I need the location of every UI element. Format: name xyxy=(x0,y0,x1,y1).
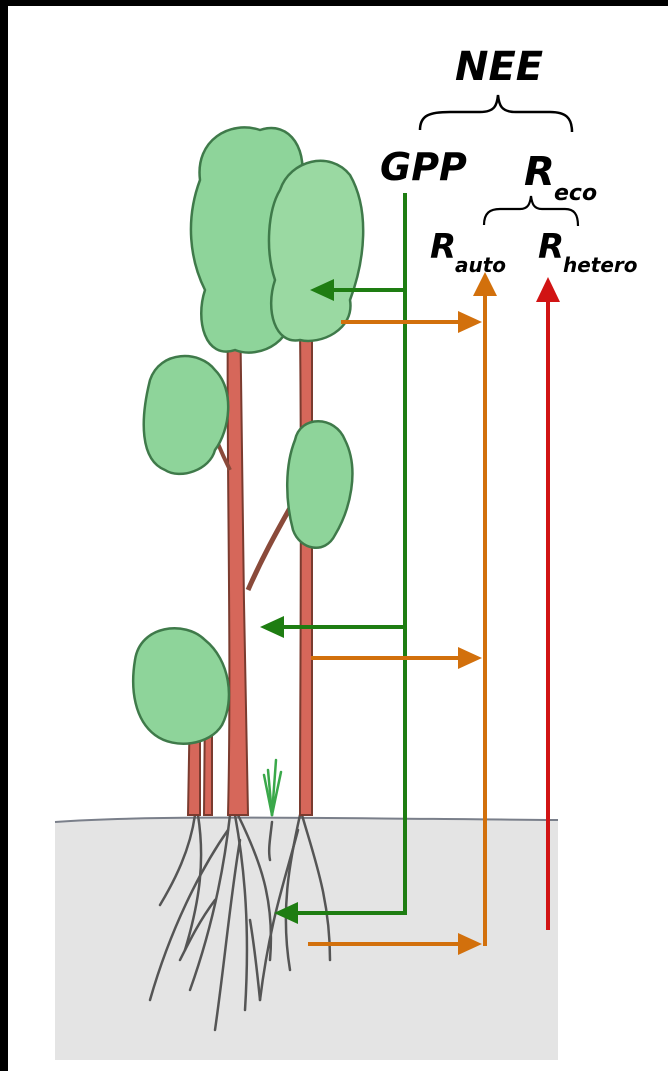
crowns-icon xyxy=(133,127,363,743)
main-trunk xyxy=(228,300,248,815)
gpp-arrow-stem-head xyxy=(260,616,284,638)
rauto-label-main: R xyxy=(430,227,456,267)
rhetero-up-arrow-head xyxy=(536,277,560,302)
gpp-label: GPP xyxy=(380,145,467,189)
rauto-arrow-stem-head xyxy=(458,647,482,669)
rhetero-label-main: R xyxy=(538,227,564,267)
right-trunk xyxy=(300,330,312,815)
reco-label: R eco xyxy=(524,149,597,206)
diagram-panel: NEE GPP R eco R auto R hetero xyxy=(8,6,668,1071)
small-tree-crown xyxy=(133,628,229,743)
mid-right-crown xyxy=(287,421,352,547)
right-top-crown xyxy=(269,161,363,341)
carbon-flux-diagram: NEE GPP R eco R auto R hetero xyxy=(8,6,668,1071)
soil-area xyxy=(55,818,558,1060)
rhetero-label: R hetero xyxy=(538,227,638,277)
seedling-icon xyxy=(264,760,281,815)
rauto-label-sub: auto xyxy=(455,253,506,277)
reco-label-main: R xyxy=(524,149,555,195)
rhetero-label-sub: hetero xyxy=(563,253,638,277)
mid-left-crown xyxy=(144,356,228,474)
reco-label-sub: eco xyxy=(554,181,597,206)
brace-nee-icon xyxy=(420,95,572,132)
rauto-label: R auto xyxy=(430,227,506,277)
nee-label: NEE xyxy=(455,44,543,90)
soil-icon xyxy=(55,818,558,1060)
rauto-arrow-canopy-head xyxy=(458,311,482,333)
